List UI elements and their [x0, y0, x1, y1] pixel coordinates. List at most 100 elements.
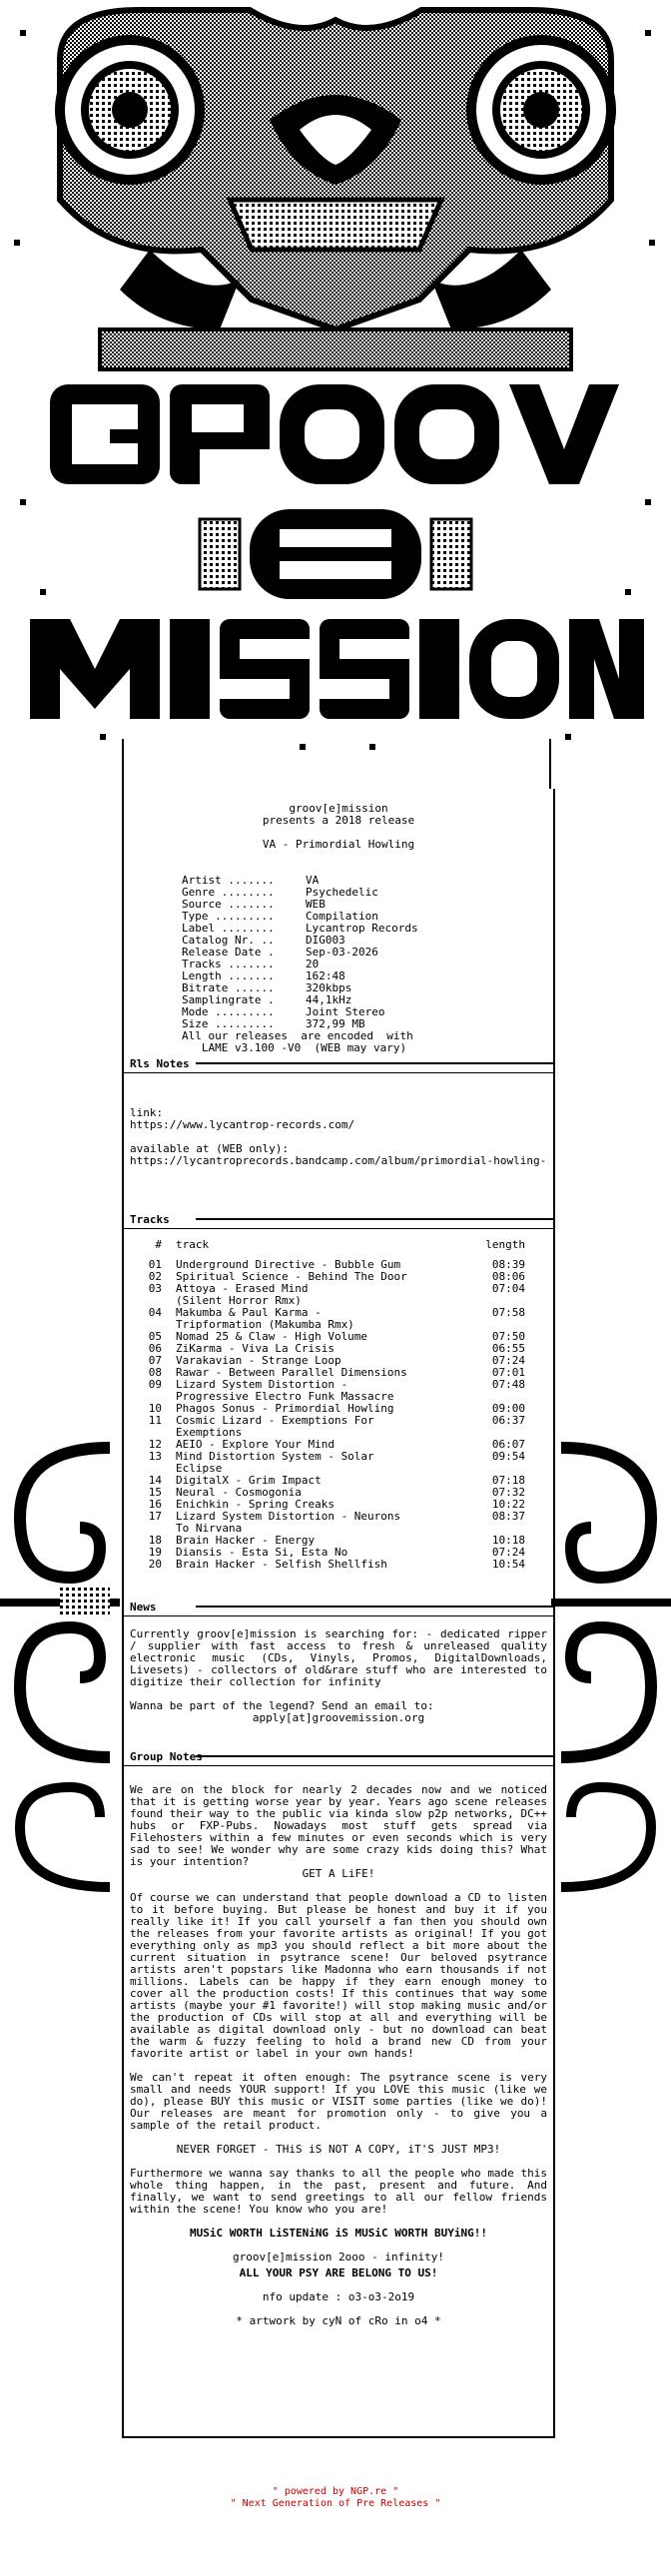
track-title: Diansis - Esta Si, Esta No [176, 1546, 348, 1559]
info-value: Compilation [306, 910, 378, 923]
release-intro: groov[e]mission presents a 2018 release … [124, 803, 553, 851]
track-number: 16 [148, 1498, 162, 1511]
art-logo-groov [50, 384, 619, 484]
link-url[interactable]: https://www.lycantrop-records.com/ [130, 1118, 355, 1131]
track-number: 17 [148, 1510, 162, 1523]
info-value: 162:48 [306, 969, 345, 982]
track-number: 04 [148, 1306, 162, 1319]
info-key: Artist ....... [182, 874, 275, 887]
track-number: 11 [148, 1414, 162, 1427]
track-number: 06 [148, 1342, 162, 1355]
track-row: 16 Enichkin - Spring Creaks 10:22 [132, 1499, 545, 1511]
rls-notes-section: Rls Notes link: https://www.lycantrop-re… [124, 1054, 553, 1167]
track-length: 10:54 [491, 1558, 525, 1571]
track-row: 20 Brain Hacker - Selfish Shellfish 10:54 [132, 1559, 545, 1571]
track-title: Cosmic Lizard - Exemptions For [176, 1414, 374, 1427]
info-row: Bitrate ......320kbps [182, 982, 551, 994]
nfo-update-line: nfo update : o3-o3-2o19 [262, 2290, 415, 2303]
track-length: 07:01 [491, 1366, 525, 1379]
info-row: Source ....... WEB [182, 899, 551, 911]
track-length: 10:18 [491, 1534, 525, 1547]
info-key: Source ....... [182, 898, 275, 911]
track-length: 07:24 [491, 1354, 525, 1367]
track-title: Mind Distortion System - Solar [176, 1450, 374, 1463]
track-title: Progressive Electro Funk Massacre [176, 1390, 394, 1403]
group-name: groov[e]mission [289, 802, 388, 815]
track-number: 07 [148, 1354, 162, 1367]
group-paragraph-3: We can't repeat it often enough: The psy… [130, 2071, 547, 2132]
track-length: 07:48 [491, 1378, 525, 1391]
infinity-line: groov[e]mission 2ooo - infinity! [233, 2251, 444, 2263]
track-number: 09 [148, 1378, 162, 1391]
info-key: Tracks ....... [182, 958, 275, 970]
footer: " powered by NGP.re " " Next Generation … [0, 2486, 671, 2510]
available-url[interactable]: https://lycantroprecords.bandcamp.com/al… [130, 1155, 547, 1167]
news-apply-line: Wanna be part of the legend? Send an ema… [130, 1699, 434, 1712]
track-row: Tripformation (Makumba Rmx) [132, 1319, 545, 1331]
right-bottom-swirl-ornament [560, 1781, 657, 1892]
track-length: 07:32 [491, 1486, 525, 1499]
track-length: 06:07 [491, 1438, 525, 1451]
group-paragraph-2: Of course we can understand that people … [130, 1891, 547, 2060]
track-number: 15 [148, 1486, 162, 1499]
news-section: News Currently groov[e]mission is search… [124, 1598, 553, 1724]
track-length: 07:24 [491, 1546, 525, 1559]
info-row: Tracks .......20 [182, 959, 551, 970]
track-title: Eclipse [176, 1462, 223, 1475]
track-number: 02 [148, 1270, 162, 1283]
track-title: Attoya - Erased Mind [176, 1282, 309, 1295]
tracks-header: Tracks [124, 1210, 553, 1229]
track-row: (Silent Horror Rmx) [132, 1295, 545, 1307]
track-length: 09:00 [491, 1402, 525, 1415]
ansi-art-header [14, 7, 655, 789]
track-length: 07:50 [491, 1330, 525, 1343]
info-key: Label ........ [182, 922, 275, 935]
info-row: Label ........Lycantrop Records [182, 923, 551, 935]
info-row: Catalog Nr. ..DIG003 [182, 935, 551, 947]
info-key: Catalog Nr. .. [182, 934, 275, 947]
track-row: 08 Rawar - Between Parallel Dimensions 07:… [132, 1367, 545, 1379]
never-forget-line: NEVER FORGET - THiS iS NOT A COPY, iT'S … [176, 2143, 501, 2156]
track-number: 01 [148, 1258, 162, 1271]
info-value: 44,1kHz [306, 993, 352, 1006]
track-title: Spiritual Science - Behind The Door [176, 1270, 407, 1283]
info-key: Samplingrate . [182, 993, 275, 1006]
track-number: 10 [148, 1402, 162, 1415]
link-label: link: [130, 1106, 164, 1119]
track-title: DigitalX - Grim Impact [176, 1474, 322, 1487]
art-logo-mission [30, 619, 644, 719]
track-title: Brain Hacker - Selfish Shellfish [176, 1558, 387, 1571]
track-row: 02 Spiritual Science - Behind The Door 08:… [132, 1271, 545, 1283]
track-row: 09 Lizard System Distortion - 07:48 [132, 1379, 545, 1391]
track-title: ZiKarma - Viva La Crisis [176, 1342, 335, 1355]
nfo-content-column: groov[e]mission presents a 2018 release … [122, 789, 555, 2436]
news-paragraph: Currently groov[e]mission is searching f… [130, 1627, 547, 1688]
track-number: 13 [148, 1450, 162, 1463]
left-bottom-swirl-ornament [14, 1781, 111, 1892]
track-title: Lizard System Distortion - [176, 1378, 348, 1391]
group-notes-section: Group Notes We are on the block for near… [124, 1747, 553, 2339]
track-title: Enichkin - Spring Creaks [176, 1498, 335, 1511]
info-row: Artist .......VA [182, 875, 551, 887]
apply-email[interactable]: apply[at]groovemission.org [252, 1711, 425, 1724]
track-length: 08:06 [491, 1270, 525, 1283]
info-value: WEB [306, 898, 326, 911]
track-number: 03 [148, 1282, 162, 1295]
track-length: 10:22 [491, 1498, 525, 1511]
track-title: Rawar - Between Parallel Dimensions [176, 1366, 407, 1379]
art-top-mask [55, 7, 616, 371]
music-worth-line: MUSiC WORTH LiSTENiNG iS MUSiC WORTH BUY… [189, 2227, 487, 2240]
track-number: 20 [148, 1558, 162, 1571]
track-number: 05 [148, 1330, 162, 1343]
info-value: 372,99 MB [306, 1017, 365, 1030]
track-number: 08 [148, 1366, 162, 1379]
